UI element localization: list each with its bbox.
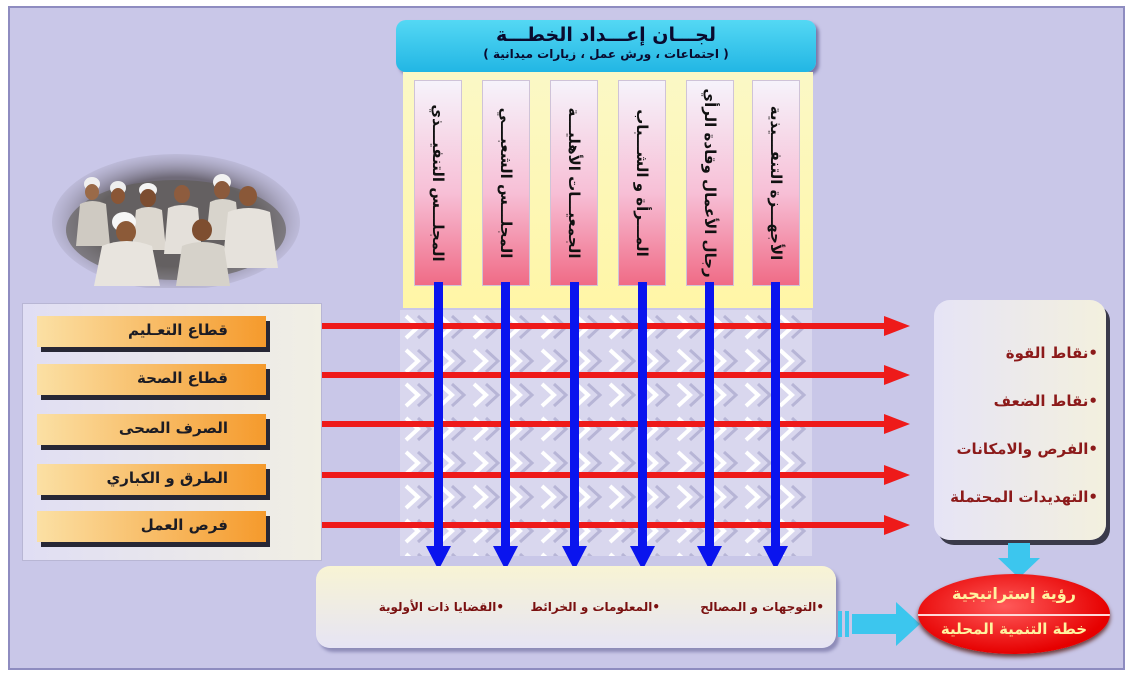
- red-arrow: [322, 316, 910, 336]
- sector-tab: قطاع التعـليم: [37, 316, 266, 347]
- swot-item: •نقاط الضعف: [993, 392, 1098, 410]
- sector-label: قطاع التعـليم: [127, 321, 228, 339]
- vision-plan: خطة التنمية المحلية: [940, 620, 1088, 638]
- sector-tab: قطاع الصحة: [37, 364, 266, 395]
- swot-item: •التهديدات المحتملة: [950, 488, 1098, 506]
- sector-tab: فرص العمل: [37, 511, 266, 542]
- blue-arrow: [697, 282, 722, 570]
- outcome-item: •التوجهات و المصالح: [700, 600, 824, 614]
- vision-divider: [918, 614, 1110, 616]
- outcomes-box: •التوجهات و المصالح •المعلومات و الخرائط…: [316, 566, 836, 648]
- blue-arrow: [763, 282, 788, 570]
- committee-column: رجال الأعمال وقادة الرأي: [686, 80, 734, 286]
- strategic-vision-ellipse: رؤية إستراتيجية خطة التنمية المحلية: [918, 574, 1110, 654]
- sector-label: فرص العمل: [140, 516, 228, 534]
- blue-arrow: [630, 282, 655, 570]
- red-arrow: [322, 465, 910, 485]
- sector-tab: الطرق و الكباري: [37, 464, 266, 495]
- committee-column: المجلـــس التنفيـــذي: [414, 80, 462, 286]
- red-arrow: [322, 414, 910, 434]
- swot-item: •نقاط القوة: [1005, 344, 1098, 362]
- swot-box: •نقاط القوة •نقاط الضعف •الفرص والامكانا…: [934, 300, 1106, 540]
- sector-item: الصرف الصحى: [37, 414, 270, 450]
- blue-arrow: [426, 282, 451, 570]
- cyan-down-arrow: [998, 543, 1040, 578]
- chevron-grid: [400, 310, 812, 556]
- header-title: لجـــان إعـــداد الخطـــة: [496, 24, 716, 46]
- outcome-item: •القضايا ذات الأولوية: [378, 600, 504, 614]
- red-arrow: [322, 365, 910, 385]
- sector-label: الصرف الصحى: [118, 419, 228, 437]
- committee-column: المـــرأة و الشـــباب: [618, 80, 666, 286]
- cyan-right-arrow: [838, 602, 920, 646]
- header-subtitle: ( اجتماعات ، ورش عمل ، زيارات ميدانية ): [483, 47, 729, 61]
- blue-arrow: [562, 282, 587, 570]
- sector-item: الطرق و الكباري: [37, 464, 270, 500]
- vision-title: رؤية إستراتيجية: [952, 584, 1076, 603]
- sector-item: قطاع التعـليم: [37, 316, 270, 352]
- committee-column: الأجهـــزة التنفـــيذية: [752, 80, 800, 286]
- red-arrow: [322, 515, 910, 535]
- sector-label: الطرق و الكباري: [106, 469, 228, 487]
- outcome-item: •المعلومات و الخرائط: [530, 600, 660, 614]
- committees-header: لجـــان إعـــداد الخطـــة ( اجتماعات ، و…: [396, 20, 816, 72]
- committee-column: الجمعيـــات الأهليـــة: [550, 80, 598, 286]
- group-photo: [52, 154, 300, 288]
- sector-tab: الصرف الصحى: [37, 414, 266, 445]
- sector-item: قطاع الصحة: [37, 364, 270, 400]
- blue-arrow: [493, 282, 518, 570]
- committee-column: المجلـــس الشعبـــي: [482, 80, 530, 286]
- swot-item: •الفرص والامكانات: [956, 440, 1098, 458]
- sector-label: قطاع الصحة: [137, 369, 228, 387]
- committees-panel: [403, 72, 813, 308]
- sector-item: فرص العمل: [37, 511, 270, 547]
